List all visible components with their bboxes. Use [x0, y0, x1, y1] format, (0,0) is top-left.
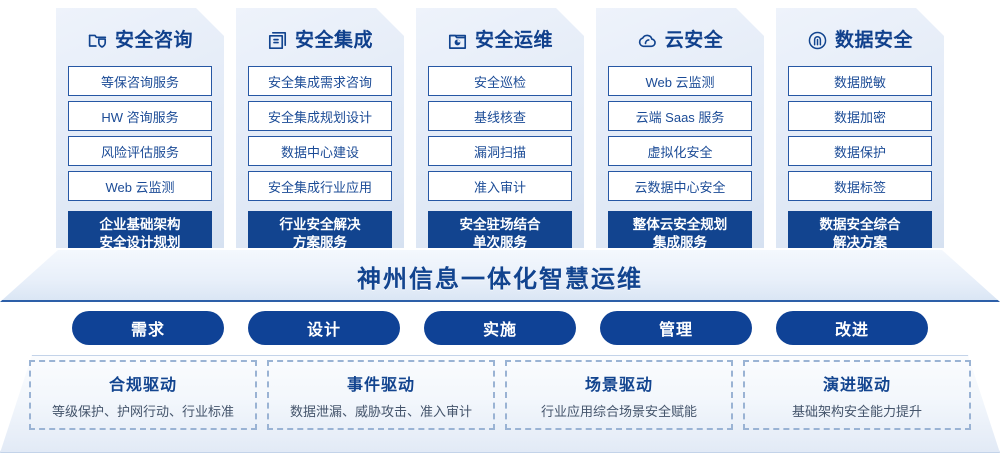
- service-item[interactable]: 风险评估服务: [68, 136, 212, 166]
- service-item[interactable]: 安全集成行业应用: [248, 171, 392, 201]
- card-item-list: Web 云监测 云端 Saas 服务 虚拟化安全 云数据中心安全 整体云安全规划…: [606, 66, 754, 257]
- service-card-data-security[interactable]: 数据安全 数据脱敏 数据加密 数据保护 数据标签 数据安全综合 解决方案: [776, 8, 944, 248]
- card-header: 安全集成: [246, 16, 394, 64]
- drivers-row: 合规驱动 等级保护、护网行动、行业标准 事件驱动 数据泄漏、威胁攻击、准入审计 …: [0, 360, 1000, 446]
- card-header: 数据安全: [786, 16, 934, 64]
- highlight-line: 单次服务: [473, 235, 527, 250]
- highlight-line: 企业基础架构: [99, 217, 181, 233]
- service-pillar-cards: 安全咨询 等保咨询服务 HW 咨询服务 风险评估服务 Web 云监测 企业基础架…: [0, 8, 1000, 250]
- driver-box-compliance[interactable]: 合规驱动 等级保护、护网行动、行业标准: [29, 360, 257, 430]
- driver-subtitle: 等级保护、护网行动、行业标准: [51, 403, 234, 419]
- service-item[interactable]: Web 云监测: [608, 66, 752, 96]
- lifecycle-phase-row: 需求 设计 实施 管理 改进: [0, 311, 1000, 345]
- highlight-line: 安全设计规划: [99, 235, 181, 250]
- card-title: 安全咨询: [114, 29, 193, 51]
- driver-subtitle: 行业应用综合场景安全赋能: [540, 403, 697, 419]
- service-item[interactable]: 漏洞扫描: [428, 136, 572, 166]
- card-title: 数据安全: [834, 29, 913, 51]
- driver-subtitle: 基础架构安全能力提升: [791, 403, 922, 419]
- folder-shield-icon: [87, 30, 108, 51]
- folder-chart-icon: [447, 30, 468, 51]
- service-item[interactable]: 准入审计: [428, 171, 572, 201]
- server-rack-icon: [267, 30, 288, 51]
- platform-banner: 神州信息一体化智慧运维: [0, 250, 1000, 302]
- service-item[interactable]: 云端 Saas 服务: [608, 101, 752, 131]
- highlight-line: 数据安全综合: [819, 217, 901, 233]
- card-header: 安全咨询: [66, 16, 214, 64]
- service-item[interactable]: 数据加密: [788, 101, 932, 131]
- service-card-cloud-security[interactable]: 云安全 Web 云监测 云端 Saas 服务 虚拟化安全 云数据中心安全 整体云…: [596, 8, 764, 248]
- driver-title: 合规驱动: [108, 376, 177, 394]
- phase-pill-implementation[interactable]: 实施: [424, 311, 576, 345]
- highlight-line: 解决方案: [833, 235, 887, 250]
- service-card-security-consulting[interactable]: 安全咨询 等保咨询服务 HW 咨询服务 风险评估服务 Web 云监测 企业基础架…: [56, 8, 224, 248]
- card-title: 安全运维: [474, 29, 553, 51]
- driver-title: 演进驱动: [822, 376, 891, 394]
- highlight-line: 集成服务: [653, 235, 707, 250]
- phase-pill-design[interactable]: 设计: [248, 311, 400, 345]
- phase-pill-requirement[interactable]: 需求: [72, 311, 224, 345]
- card-item-list: 安全巡检 基线核查 漏洞扫描 准入审计 安全驻场结合 单次服务: [426, 66, 574, 257]
- service-card-security-operations[interactable]: 安全运维 安全巡检 基线核查 漏洞扫描 准入审计 安全驻场结合 单次服务: [416, 8, 584, 248]
- service-item[interactable]: 基线核查: [428, 101, 572, 131]
- highlight-line: 整体云安全规划: [632, 217, 728, 233]
- phase-pill-management[interactable]: 管理: [600, 311, 752, 345]
- service-item[interactable]: 数据中心建设: [248, 136, 392, 166]
- drivers-base-panel: [0, 355, 1000, 453]
- highlight-line: 方案服务: [293, 235, 347, 250]
- service-item[interactable]: 安全巡检: [428, 66, 572, 96]
- service-item[interactable]: 等保咨询服务: [68, 66, 212, 96]
- service-item[interactable]: 数据保护: [788, 136, 932, 166]
- card-header: 云安全: [606, 16, 754, 64]
- driver-box-incident[interactable]: 事件驱动 数据泄漏、威胁攻击、准入审计: [267, 360, 495, 430]
- card-item-list: 数据脱敏 数据加密 数据保护 数据标签 数据安全综合 解决方案: [786, 66, 934, 257]
- driver-subtitle: 数据泄漏、威胁攻击、准入审计: [289, 403, 472, 419]
- card-item-list: 安全集成需求咨询 安全集成规划设计 数据中心建设 安全集成行业应用 行业安全解决…: [246, 66, 394, 257]
- phase-pill-improvement[interactable]: 改进: [776, 311, 928, 345]
- fingerprint-icon: [807, 30, 828, 51]
- platform-banner-title: 神州信息一体化智慧运维: [357, 265, 643, 293]
- card-title: 安全集成: [294, 29, 373, 51]
- driver-title: 场景驱动: [584, 376, 653, 394]
- service-item[interactable]: 安全集成需求咨询: [248, 66, 392, 96]
- driver-title: 事件驱动: [346, 376, 415, 394]
- service-item[interactable]: 数据标签: [788, 171, 932, 201]
- service-item[interactable]: Web 云监测: [68, 171, 212, 201]
- service-item[interactable]: 数据脱敏: [788, 66, 932, 96]
- service-item[interactable]: 云数据中心安全: [608, 171, 752, 201]
- highlight-line: 安全驻场结合: [459, 217, 541, 233]
- service-item[interactable]: 安全集成规划设计: [248, 101, 392, 131]
- card-title: 云安全: [664, 29, 724, 51]
- cloud-icon: [637, 30, 658, 51]
- card-header: 安全运维: [426, 16, 574, 64]
- service-card-security-integration[interactable]: 安全集成 安全集成需求咨询 安全集成规划设计 数据中心建设 安全集成行业应用 行…: [236, 8, 404, 248]
- driver-box-scenario[interactable]: 场景驱动 行业应用综合场景安全赋能: [505, 360, 733, 430]
- banner-baseline: [0, 300, 1000, 302]
- driver-box-evolution[interactable]: 演进驱动 基础架构安全能力提升: [743, 360, 971, 430]
- highlight-line: 行业安全解决: [279, 217, 361, 233]
- service-item[interactable]: 虚拟化安全: [608, 136, 752, 166]
- card-item-list: 等保咨询服务 HW 咨询服务 风险评估服务 Web 云监测 企业基础架构 安全设…: [66, 66, 214, 257]
- service-item[interactable]: HW 咨询服务: [68, 101, 212, 131]
